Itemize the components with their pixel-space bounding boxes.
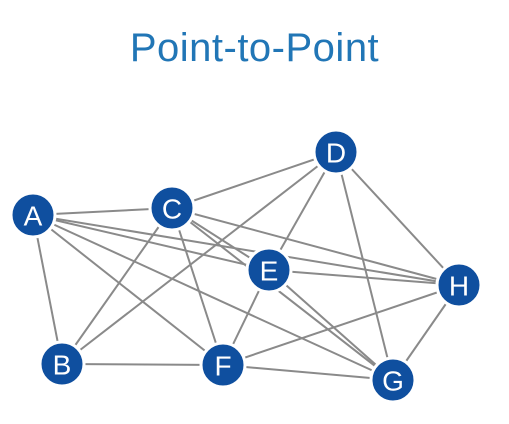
node-b: B — [38, 340, 86, 388]
node-circle — [38, 340, 86, 388]
edge-d-h — [335, 151, 460, 286]
edge-a-b — [32, 214, 63, 365]
node-label: D — [326, 138, 346, 169]
node-label: H — [449, 271, 469, 302]
node-d: D — [312, 128, 360, 176]
edge-c-f — [171, 207, 224, 366]
node-label: A — [24, 201, 43, 232]
edge-c-g — [171, 207, 394, 381]
edge-b-f — [61, 363, 224, 366]
edge-f-g — [222, 364, 394, 381]
edge-e-h — [268, 269, 460, 286]
node-c: C — [148, 184, 196, 232]
node-h: H — [435, 261, 483, 309]
edge-e-g — [268, 269, 394, 381]
edge-f-h — [222, 284, 460, 366]
node-label: E — [260, 256, 279, 287]
diagram-title: Point-to-Point — [129, 26, 380, 70]
node-label: B — [53, 350, 72, 381]
node-label: C — [162, 194, 182, 225]
node-a: A — [9, 191, 57, 239]
node-e: E — [245, 246, 293, 294]
edge-d-b — [61, 151, 337, 365]
edge-a-h — [32, 214, 460, 286]
edge-a-g — [32, 214, 394, 381]
edge-c-b — [61, 207, 173, 365]
node-label: F — [214, 351, 231, 382]
edge-a-e — [32, 214, 270, 271]
node-circle — [312, 128, 360, 176]
node-circle — [369, 356, 417, 404]
node-circle — [148, 184, 196, 232]
edge-d-g — [335, 151, 394, 381]
edges-layer — [32, 151, 460, 381]
node-label: G — [382, 366, 404, 397]
nodes-layer: A B C D E F G H — [9, 128, 483, 404]
node-circle — [9, 191, 57, 239]
edge-c-d — [171, 151, 337, 209]
edge-a-f — [32, 214, 224, 366]
node-circle — [199, 341, 247, 389]
node-circle — [435, 261, 483, 309]
node-f: F — [199, 341, 247, 389]
node-circle — [245, 246, 293, 294]
edge-c-h — [171, 207, 460, 286]
node-g: G — [369, 356, 417, 404]
